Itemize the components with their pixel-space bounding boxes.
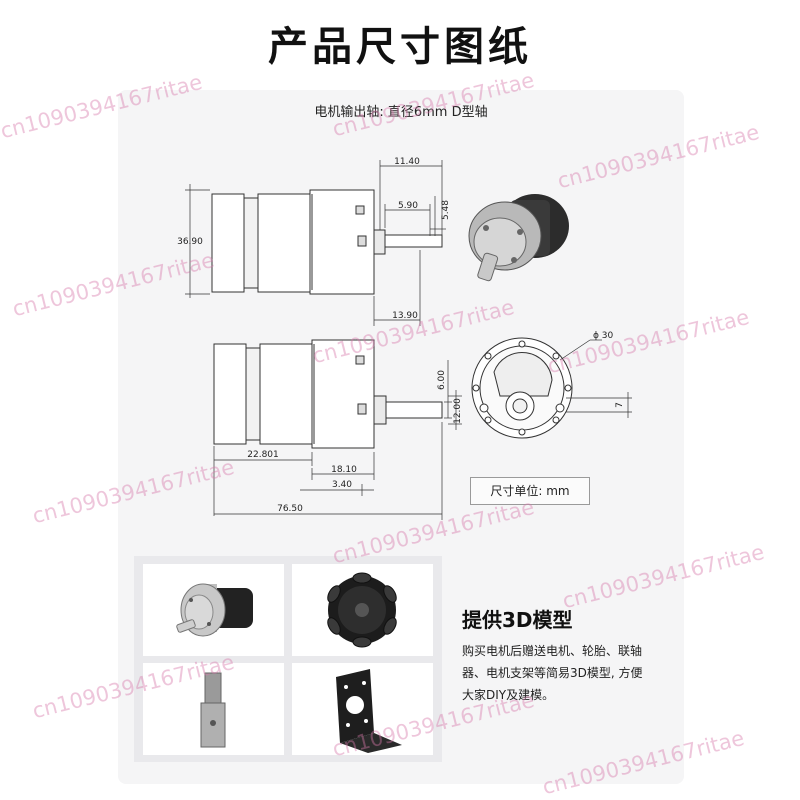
mecanum-wheel-icon: [327, 572, 397, 648]
dim-11-40: 11.40: [394, 157, 420, 167]
dim-lines-bottom: [213, 360, 462, 520]
page-title: 产品尺寸图纸: [268, 24, 532, 70]
gear-motor-icon: [176, 583, 253, 637]
coupler-icon: [200, 672, 226, 748]
thumb-motor-bracket: [292, 663, 433, 755]
dim-12-00: 12.00: [453, 398, 463, 424]
thumb-gear-motor: [143, 564, 284, 656]
dim-76-50: 76.50: [277, 504, 303, 514]
model-thumbnail-grid: [134, 556, 442, 762]
dim-6-00: 6.00: [437, 370, 447, 390]
dim-13-90: 13.90: [392, 311, 418, 321]
thumb-coupler: [143, 663, 284, 755]
dim-3-40: 3.40: [332, 480, 352, 490]
motor-side-view-top: [211, 189, 443, 295]
dim-phi-30: ϕ 30: [593, 331, 614, 341]
motor-front-view: [471, 337, 573, 439]
dim-5-48: 5.48: [441, 200, 451, 220]
dim-22-801: 22.801: [247, 450, 279, 460]
dim-5-90: 5.90: [398, 201, 418, 211]
dim-7: 7: [615, 402, 625, 408]
dim-lines-top: [185, 160, 446, 326]
dim-18-10: 18.10: [331, 465, 357, 475]
unit-label: 尺寸单位: mm: [470, 477, 590, 505]
thumb-mecanum-wheel: [292, 564, 433, 656]
model-title: 提供3D模型: [462, 608, 573, 632]
drawing-subtitle: 电机输出轴: 直径6mm D型轴: [314, 105, 488, 120]
dim-36-90: 36.90: [177, 237, 203, 247]
motor-side-view-bottom: [213, 339, 443, 449]
motor-isometric-illustration: [468, 194, 569, 282]
dim-lines-front: [559, 339, 632, 418]
motor-bracket-icon: [336, 669, 402, 753]
model-description: 购买电机后赠送电机、轮胎、联轴器、电机支架等简易3D模型, 方便大家DIY及建模…: [462, 644, 643, 702]
